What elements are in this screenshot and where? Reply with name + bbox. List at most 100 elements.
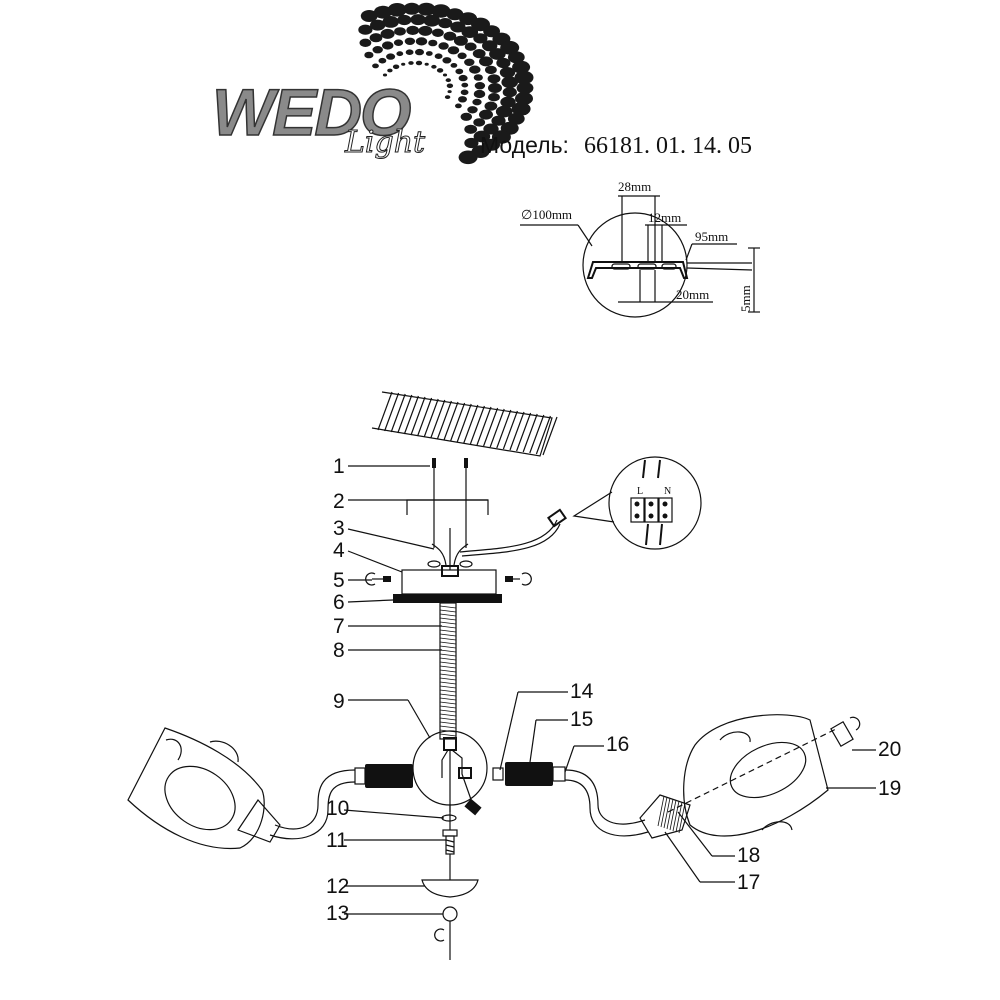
socket-thread-line: [675, 801, 683, 833]
part-label-7: 7: [333, 615, 345, 638]
logo-dot: [488, 83, 502, 93]
logo-dot: [460, 112, 472, 121]
rod-thread-line: [439, 701, 457, 705]
logo-dot: [491, 115, 506, 126]
logo-dot: [373, 5, 392, 19]
logo-dot: [512, 60, 531, 74]
rod-thread-line: [439, 629, 457, 633]
socket-thread-line: [669, 799, 677, 831]
dim-slot-width: 12mm: [648, 210, 681, 225]
logo-dot: [482, 40, 498, 52]
logo-dot: [447, 90, 452, 94]
rod-thread-line: [439, 693, 457, 697]
right-arm: [492, 714, 861, 839]
hatch-line: [509, 411, 525, 451]
logo-dot: [464, 137, 479, 149]
logo-dot: [387, 68, 393, 73]
leader-lines: [343, 465, 876, 915]
part-label-12: 12: [326, 875, 349, 898]
hatch-line: [483, 407, 499, 447]
hatch-line: [417, 397, 433, 437]
logo-dot: [464, 42, 477, 51]
part-label-3: 3: [333, 517, 345, 540]
rod-thread-line: [439, 609, 457, 613]
rod-thread-line: [439, 665, 457, 669]
rod-thread-line: [439, 673, 457, 677]
logo-dot: [507, 51, 525, 64]
logo-dot: [431, 64, 437, 69]
logo-dot: [472, 98, 482, 106]
part-label-15: 15: [570, 708, 593, 731]
terminal-mark-n: N: [664, 486, 671, 497]
logo-dot: [408, 61, 414, 65]
logo-dot: [382, 41, 394, 50]
rod-thread-line: [439, 637, 457, 641]
dim-diameter: ∅100mm: [521, 207, 572, 222]
part-label-19: 19: [878, 777, 901, 800]
logo-dot: [436, 68, 444, 73]
logo-dot: [404, 37, 416, 45]
logo-dot: [410, 14, 426, 26]
logo-dot: [394, 27, 406, 36]
socket-thread-line: [660, 796, 668, 828]
rod-thread-line: [439, 613, 457, 617]
hatch-line: [456, 403, 472, 443]
part-label-11: 11: [326, 829, 348, 852]
hatch-line: [469, 405, 485, 445]
logo-dot: [415, 60, 423, 66]
brand-logo: WEDO Light: [211, 2, 534, 165]
leader-line: [677, 811, 713, 857]
hatch-line: [535, 415, 551, 455]
dim-bar-length: 95mm: [695, 229, 728, 244]
hatch-line: [443, 401, 459, 441]
rod-thread-line: [439, 653, 457, 657]
logo-dot: [446, 8, 464, 21]
logo-script: Light: [344, 125, 426, 160]
leader-line: [529, 719, 537, 763]
logo-dot: [464, 124, 478, 134]
rod-thread-line: [439, 705, 457, 709]
leader-line: [499, 691, 519, 771]
logo-dot: [447, 46, 460, 55]
rod-thread-line: [439, 681, 457, 685]
hatch-line: [410, 396, 426, 436]
logo-dot: [359, 38, 372, 47]
logo-dot: [474, 82, 486, 90]
logo-dot: [372, 46, 383, 54]
part-label-13: 13: [326, 902, 349, 925]
logo-dot: [442, 73, 448, 77]
logo-dot: [392, 64, 400, 70]
model-label: Модель:: [480, 132, 569, 158]
socket-thread-line: [672, 800, 680, 832]
hatch-line: [489, 408, 505, 448]
part-label-18: 18: [737, 844, 760, 867]
logo-dot: [469, 65, 481, 74]
socket-thread-line: [657, 795, 665, 827]
logo-dot: [405, 49, 414, 55]
logo-dot: [453, 35, 468, 46]
logo-dot: [458, 150, 478, 165]
logo-dot: [500, 96, 516, 108]
rod-thread-line: [439, 721, 457, 725]
rod-thread-line: [439, 649, 457, 653]
rod-thread-line: [439, 669, 457, 673]
rod-thread-line: [439, 661, 457, 665]
logo-dot: [501, 76, 518, 89]
logo-dot: [387, 3, 407, 17]
logo-dot: [515, 92, 533, 105]
logo-dot: [455, 103, 462, 109]
logo-dot: [443, 31, 457, 41]
hatch-line: [463, 404, 479, 444]
logo-dot: [450, 63, 458, 68]
socket-thread-line: [666, 798, 674, 830]
logo-dot: [406, 25, 420, 35]
leader-line: [564, 745, 575, 773]
part-label-4: 4: [333, 539, 345, 562]
logo-dot: [500, 40, 520, 55]
rod-thread-line: [439, 713, 457, 717]
logo-dot: [499, 67, 516, 78]
rod-thread-line: [439, 725, 457, 729]
hatch-line: [450, 402, 466, 442]
leader-line: [347, 599, 394, 603]
dim-slot-length: 20mm: [676, 287, 709, 302]
